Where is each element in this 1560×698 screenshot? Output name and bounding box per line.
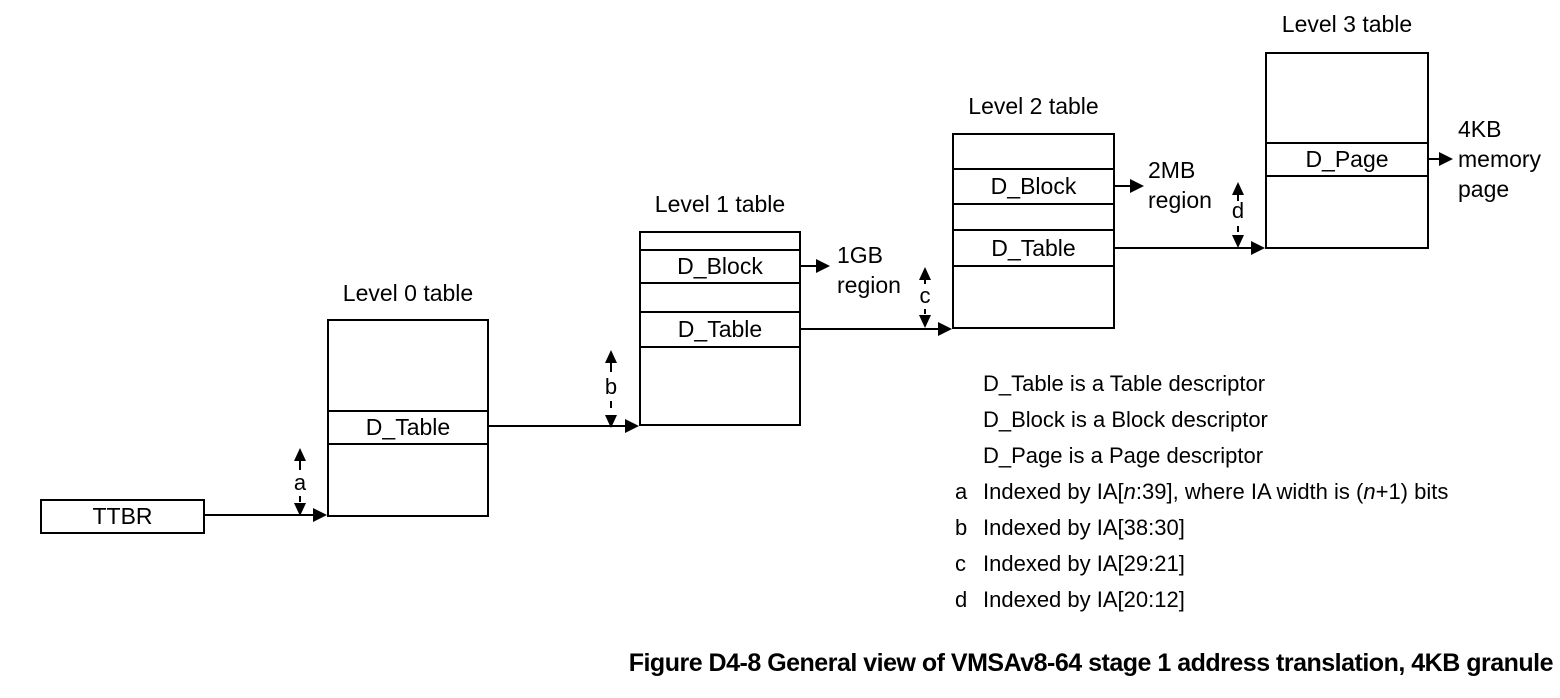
descriptor-label: D_Table bbox=[991, 234, 1076, 261]
region-label-line: 4KB bbox=[1458, 116, 1502, 142]
descriptor-label: D_Page bbox=[1305, 146, 1389, 172]
level1-table-title: Level 1 table bbox=[654, 191, 786, 217]
ttbr-box: TTBR bbox=[40, 499, 205, 534]
down-arrowhead bbox=[294, 503, 306, 516]
figure-caption: Figure D4-8 General view of VMSAv8-64 st… bbox=[628, 649, 1554, 677]
note-text: D_Block is a Block descriptor bbox=[983, 407, 1268, 432]
index-letter-a: a bbox=[293, 470, 307, 495]
arrowhead-4kb bbox=[1439, 152, 1453, 166]
connector-l1-l2 bbox=[801, 328, 940, 330]
note-letter: a bbox=[955, 479, 968, 504]
note-row-d-page: D_Page is a Page descriptor bbox=[955, 438, 1448, 474]
note-text-italic: n bbox=[1123, 479, 1136, 504]
level2-table-box: D_Block D_Table bbox=[952, 133, 1115, 329]
level3-table-box: D_Page bbox=[1265, 52, 1429, 249]
note-text-part: Indexed by IA[ bbox=[983, 479, 1124, 504]
down-arrowhead bbox=[1232, 235, 1244, 248]
descriptor-label: D_Block bbox=[677, 253, 763, 279]
note-text: Indexed by IA[20:12] bbox=[983, 587, 1185, 612]
region-label-line: page bbox=[1458, 176, 1510, 202]
arrow-stem bbox=[924, 280, 926, 284]
region-label-line: region bbox=[837, 272, 901, 298]
level0-table-title: Level 0 table bbox=[342, 280, 474, 306]
arrow-stem-dashed bbox=[1237, 226, 1239, 232]
arrowhead-l0-l1 bbox=[625, 419, 639, 433]
index-letter-b: b bbox=[604, 374, 618, 399]
level1-d-block-row: D_Block bbox=[641, 249, 799, 284]
region-label-1gb: 1GB region bbox=[837, 240, 901, 300]
note-letter: c bbox=[955, 551, 966, 576]
ttbr-label: TTBR bbox=[92, 503, 153, 529]
level1-d-table-row: D_Table bbox=[641, 311, 799, 348]
level2-d-table-row: D_Table bbox=[954, 229, 1113, 267]
region-label-line: 1GB bbox=[837, 242, 884, 268]
note-row-d: d Indexed by IA[20:12] bbox=[955, 582, 1448, 618]
index-letter-c: c bbox=[919, 283, 931, 308]
level1-table-box: D_Block D_Table bbox=[639, 231, 801, 426]
note-text-italic: n bbox=[1363, 479, 1376, 504]
down-arrowhead bbox=[919, 315, 931, 328]
connector-l3-dpage-out bbox=[1429, 158, 1441, 160]
arrow-stem-dashed bbox=[924, 309, 926, 314]
level2-d-block-row: D_Block bbox=[954, 168, 1113, 205]
down-arrowhead bbox=[605, 415, 617, 428]
arrow-stem-dashed bbox=[610, 401, 612, 408]
note-letter: d bbox=[955, 587, 968, 612]
level3-d-page-row: D_Page bbox=[1267, 142, 1427, 177]
arrowhead-l1-l2 bbox=[938, 322, 952, 336]
note-row-d-table: D_Table is a Table descriptor bbox=[955, 366, 1448, 402]
note-text-part: :39], where IA width is ( bbox=[1135, 479, 1364, 504]
note-text-part: +1) bits bbox=[1375, 479, 1449, 504]
up-arrowhead bbox=[919, 267, 931, 280]
connector-l0-l1 bbox=[489, 425, 627, 427]
region-label-4kb: 4KB memory page bbox=[1458, 114, 1541, 204]
arrow-stem bbox=[610, 363, 612, 372]
arrow-stem-dashed bbox=[299, 496, 301, 502]
up-arrowhead bbox=[1232, 182, 1244, 195]
region-label-line: region bbox=[1148, 187, 1212, 213]
arrowhead-ttbr-l0 bbox=[313, 508, 327, 522]
region-label-2mb: 2MB region bbox=[1148, 155, 1212, 215]
note-text: Indexed by IA[n:39], where IA width is (… bbox=[983, 479, 1448, 505]
arrow-stem bbox=[1237, 195, 1239, 201]
arrow-stem bbox=[299, 461, 301, 470]
up-arrowhead bbox=[605, 350, 617, 363]
up-arrowhead bbox=[294, 448, 306, 461]
descriptor-label: D_Block bbox=[990, 173, 1077, 199]
notes-block: D_Table is a Table descriptor D_Block is… bbox=[955, 366, 1448, 618]
descriptor-label: D_Table bbox=[677, 316, 763, 342]
connector-l1-dblock-out bbox=[801, 265, 818, 267]
note-text: D_Page is a Page descriptor bbox=[983, 443, 1264, 468]
index-letter-d: d bbox=[1231, 198, 1245, 223]
note-row-b: b Indexed by IA[38:30] bbox=[955, 510, 1448, 546]
connector-ttbr-l0 bbox=[205, 514, 315, 516]
arrowhead-l2-l3 bbox=[1251, 241, 1265, 255]
note-text: Indexed by IA[29:21] bbox=[983, 551, 1185, 576]
note-row-a: a Indexed by IA[n:39], where IA width is… bbox=[955, 474, 1448, 510]
region-label-line: 2MB bbox=[1148, 157, 1196, 183]
arrowhead-1gb bbox=[816, 259, 830, 273]
note-row-d-block: D_Block is a Block descriptor bbox=[955, 402, 1448, 438]
descriptor-label: D_Table bbox=[365, 414, 451, 440]
note-text: D_Table is a Table descriptor bbox=[983, 371, 1266, 396]
connector-l2-dblock-out bbox=[1114, 185, 1132, 187]
arrowhead-2mb bbox=[1130, 179, 1144, 193]
note-row-c: c Indexed by IA[29:21] bbox=[955, 546, 1448, 582]
level0-table-box: D_Table bbox=[327, 319, 489, 517]
level3-table-title: Level 3 table bbox=[1281, 11, 1413, 37]
level0-d-table-row: D_Table bbox=[329, 410, 487, 445]
note-letter: b bbox=[955, 515, 968, 540]
level2-table-title: Level 2 table bbox=[968, 93, 1099, 119]
connector-l2-l3 bbox=[1114, 247, 1253, 249]
region-label-line: memory bbox=[1458, 146, 1542, 172]
note-text: Indexed by IA[38:30] bbox=[983, 515, 1185, 540]
